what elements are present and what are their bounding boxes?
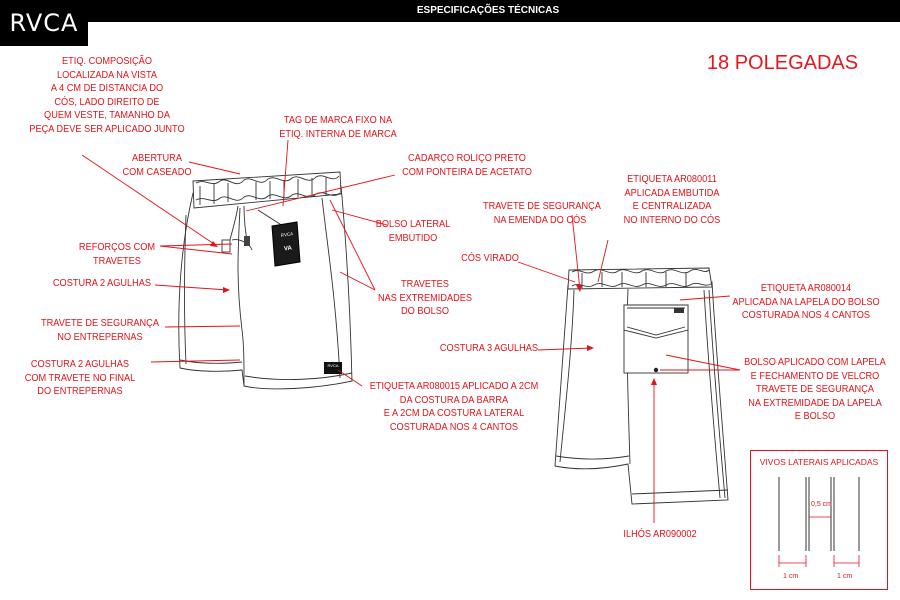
annotation-travete-cos: TRAVETE DE SEGURANÇA NA EMENDA DO CÓS (482, 200, 601, 227)
annotation-line: NAS EXTREMIDADES (377, 292, 473, 304)
vivos-detail-drawing (778, 477, 860, 567)
annotation-line: CÓS, LADO DIREITO DE (54, 96, 160, 108)
annotation-line: E BOLSO (794, 411, 836, 422)
annotation-line: CÓS VIRADO (461, 253, 519, 264)
annotation-cos-virado: CÓS VIRADO (453, 252, 527, 266)
annotation-line: LOCALIZADA NA VISTA (56, 69, 158, 81)
annotation-line: E A 2CM DA COSTURA LATERAL (383, 408, 525, 419)
vivos-dim-right: 1 cm (837, 573, 853, 580)
annotation-line: DO ENTREPERNAS (37, 386, 123, 397)
annotation-line: ETIQUETA AR080014 (760, 283, 852, 294)
front-shorts-drawing (178, 171, 353, 390)
annotation-line: BOLSO APLICADO COM LAPELA (744, 357, 886, 368)
annotation-travete-entrepernas: TRAVETE DE SEGURANÇA NO ENTREPERNAS (36, 317, 165, 344)
annotation-line: TRAVETES (93, 255, 141, 267)
annotation-etiq-composicao: ETIQ. COMPOSIÇÃO LOCALIZADA NA VISTA A 4… (29, 55, 185, 136)
vivos-dim-center: 0,5 cm (811, 501, 833, 508)
annotation-line: COM TRAVETE NO FINAL (24, 372, 136, 384)
annotation-line: BOLSO LATERAL (375, 219, 451, 230)
annotation-costura-3: COSTURA 3 AGULHAS (435, 342, 544, 356)
annotation-bolso-aplicado: BOLSO APLICADO COM LAPELA E FECHAMENTO D… (742, 356, 887, 424)
size-label: 18 POLEGADAS (706, 52, 859, 74)
annotation-line: DO BOLSO (400, 306, 450, 317)
annotation-line: ABERTURA (132, 153, 182, 164)
header-bar: RVCA ESPECIFICAÇÕES TÉCNICAS (0, 0, 900, 46)
annotation-cadarco: CADARÇO ROLIÇO PRETO COM PONTEIRA DE ACE… (398, 152, 536, 179)
annotation-line: COSTURADA NOS 4 CANTOS (389, 421, 519, 433)
vivos-title: VIVOS LATERAIS APLICADAS (759, 457, 879, 467)
vivos-detail-box: VIVOS LATERAIS APLICADAS 0,5 cm 1 cm 1 c… (750, 450, 888, 590)
annotation-line: TRAVETE DE SEGURANÇA (41, 318, 159, 329)
annotation-line: NA EXTREMIDADE DA LAPELA (748, 397, 882, 409)
back-shorts-drawing (554, 267, 729, 505)
annotation-line: ETIQUETA AR080015 APLICADO A 2CM (369, 381, 539, 392)
annotation-line: TRAVETES (401, 279, 449, 290)
annotation-line: CADARÇO ROLIÇO PRETO (408, 153, 526, 164)
annotation-ilhos: ILHÓS AR090002 (612, 528, 708, 542)
annotation-costura-2: COSTURA 2 AGULHAS (45, 277, 159, 291)
annotation-costura-2-travete: COSTURA 2 AGULHAS COM TRAVETE NO FINAL D… (16, 358, 145, 399)
annotation-etiqueta-ar080014: ETIQUETA AR080014 APLICADA NA LAPELA DO … (729, 282, 884, 323)
annotation-line: COSTURADA NOS 4 CANTOS (741, 310, 871, 321)
annotation-line: COM CASEADO (122, 166, 192, 178)
annotation-etiqueta-ar080015: ETIQUETA AR080015 APLICADO A 2CM DA COST… (364, 380, 544, 434)
annotation-line: TAG DE MARCA FIXO NA (283, 115, 393, 126)
annotation-line: QUEM VESTE, TAMANHO DA (44, 110, 170, 121)
page-title: ESPECIFICAÇÕES TÉCNICAS (88, 0, 900, 22)
annotation-line: A 4 CM DE DISTANCIA DO (50, 83, 164, 94)
annotation-line: EMBUTIDO (388, 232, 438, 244)
annotation-line: NA EMENDA DO CÓS (493, 214, 587, 226)
annotation-travetes-extremidades: TRAVETES NAS EXTREMIDADES DO BOLSO (373, 278, 478, 319)
annotation-line: COM PONTEIRA DE ACETATO (402, 166, 532, 178)
annotation-line: COSTURA 3 AGULHAS (439, 343, 539, 354)
annotation-line: NO ENTREPERNAS (57, 331, 143, 343)
annotation-line: E CENTRALIZADA (632, 201, 712, 212)
annotation-line: TRAVETE DE SEGURANÇA (482, 201, 601, 212)
annotation-line: COSTURA 2 AGULHAS (30, 359, 130, 370)
annotation-etiqueta-ar080011: ETIQUETA AR080011 APLICADA EMBUTIDA E CE… (611, 173, 732, 227)
annotation-line: COSTURA 2 AGULHAS (52, 278, 152, 289)
brand-logo: RVCA (0, 0, 88, 46)
annotation-line: E FECHAMENTO DE VELCRO (750, 370, 880, 382)
annotation-line: NO INTERNO DO CÓS (623, 214, 721, 226)
annotation-line: ETIQ. INTERNA DE MARCA (279, 128, 397, 140)
annotation-line: PEÇA DEVE SER APLICADO JUNTO (29, 123, 185, 135)
annotation-line: DA COSTURA DA BARRA (399, 394, 509, 406)
annotation-line: APLICADA EMBUTIDA (624, 187, 720, 199)
annotation-line: ETIQUETA AR080011 (627, 174, 717, 185)
annotation-bolso-lateral: BOLSO LATERAL EMBUTIDO (366, 218, 460, 245)
annotation-tag-marca: TAG DE MARCA FIXO NA ETIQ. INTERNA DE MA… (274, 114, 403, 141)
annotation-abertura: ABERTURA COM CASEADO (116, 152, 199, 179)
annotation-line: TRAVETE DE SEGURANÇA (756, 384, 874, 395)
annotation-line: ETIQ. COMPOSIÇÃO (62, 56, 152, 67)
annotation-line: ILHÓS AR090002 (623, 529, 697, 540)
front-patch-logo: RVCA (327, 363, 339, 368)
vivos-dim-left: 1 cm (783, 573, 799, 580)
leader-lines (81, 139, 741, 523)
annotation-line: REFORÇOS COM (78, 242, 156, 253)
annotation-reforcos: REFORÇOS COM TRAVETES (72, 241, 162, 268)
annotation-line: APLICADA NA LAPELA DO BOLSO (732, 296, 880, 308)
